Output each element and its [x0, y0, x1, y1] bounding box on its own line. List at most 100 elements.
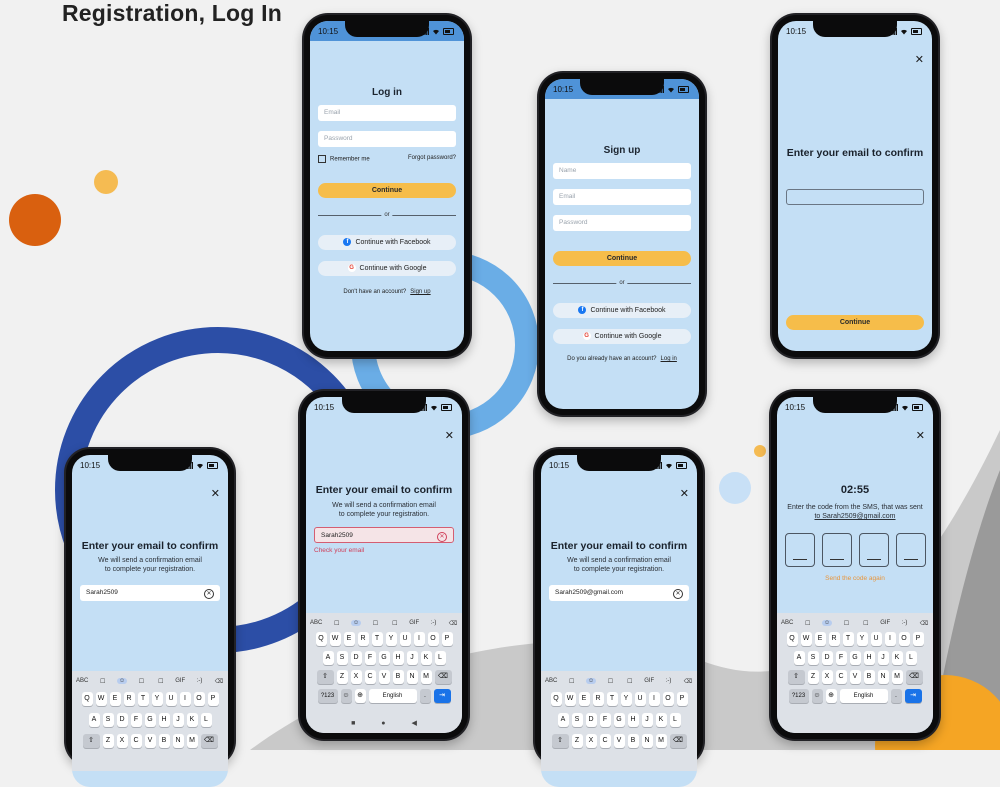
gif-key[interactable]: GIF	[409, 620, 420, 626]
clipboard-icon[interactable]: ☐	[334, 620, 340, 627]
enter-key[interactable]: ⇥	[433, 689, 451, 703]
key-d[interactable]: D	[821, 651, 833, 665]
backspace-icon[interactable]: ⌫	[919, 620, 929, 627]
emoji-icon[interactable]: ☺	[351, 620, 362, 626]
key-w[interactable]: W	[564, 692, 576, 706]
login-link[interactable]: Log in	[660, 356, 677, 362]
key-n[interactable]: N	[406, 670, 418, 684]
key-f[interactable]: F	[599, 713, 611, 727]
key-u[interactable]: U	[634, 692, 646, 706]
close-icon[interactable]: ✕	[210, 488, 220, 500]
key-m[interactable]: M	[891, 670, 903, 684]
key-e[interactable]: E	[343, 632, 355, 646]
key-g[interactable]: G	[144, 713, 156, 727]
forgot-password-link[interactable]: Forgot password?	[407, 155, 456, 161]
key-e[interactable]: E	[814, 632, 826, 646]
sticker-icon[interactable]: ☐	[607, 678, 614, 685]
key-t[interactable]: T	[842, 632, 854, 646]
key-x[interactable]: X	[350, 670, 362, 684]
key-k[interactable]: K	[655, 713, 667, 727]
key-o[interactable]: O	[662, 692, 674, 706]
key-k[interactable]: K	[186, 713, 198, 727]
key-z[interactable]: Z	[102, 734, 114, 748]
key-j[interactable]: J	[406, 651, 418, 665]
key-i[interactable]: I	[413, 632, 425, 646]
sticker-icon[interactable]: ☐	[843, 620, 850, 627]
key-y[interactable]: Y	[620, 692, 632, 706]
key-p[interactable]: P	[912, 632, 924, 646]
key-z[interactable]: Z	[807, 670, 819, 684]
key-s[interactable]: S	[807, 651, 819, 665]
clipboard-icon[interactable]: ☐	[569, 678, 575, 685]
key-m[interactable]: M	[655, 734, 667, 748]
key-a[interactable]: A	[557, 713, 569, 727]
key-z[interactable]: Z	[336, 670, 348, 684]
email-input[interactable]: Email	[553, 189, 691, 205]
key-j[interactable]: J	[172, 713, 184, 727]
key-g[interactable]: G	[849, 651, 861, 665]
key-i[interactable]: I	[884, 632, 896, 646]
note-icon[interactable]: ☐	[392, 620, 398, 627]
clear-icon[interactable]: ✕	[673, 589, 683, 599]
key-t[interactable]: T	[371, 632, 383, 646]
symbols-key[interactable]: ?123	[788, 689, 809, 703]
backspace-key[interactable]: ⌫	[434, 670, 452, 684]
key-x[interactable]: X	[821, 670, 833, 684]
key-p[interactable]: P	[207, 692, 219, 706]
key-b[interactable]: B	[158, 734, 170, 748]
key-a[interactable]: A	[88, 713, 100, 727]
backspace-key[interactable]: ⌫	[669, 734, 687, 748]
code-digit-3[interactable]	[859, 533, 889, 567]
key-t[interactable]: T	[137, 692, 149, 706]
key-f[interactable]: F	[835, 651, 847, 665]
key-l[interactable]: L	[200, 713, 212, 727]
name-input[interactable]: Name	[553, 163, 691, 179]
key-b[interactable]: B	[392, 670, 404, 684]
key-f[interactable]: F	[130, 713, 142, 727]
key-t[interactable]: T	[606, 692, 618, 706]
note-icon[interactable]: ☐	[158, 678, 164, 685]
remember-me-checkbox[interactable]: Remember me	[318, 155, 370, 163]
close-icon[interactable]: ✕	[914, 54, 924, 66]
key-n[interactable]: N	[877, 670, 889, 684]
emoji-icon[interactable]: ☺	[117, 678, 128, 684]
gif-key[interactable]: GIF	[880, 620, 891, 626]
resend-code-link[interactable]: Send the code again	[825, 575, 885, 582]
key-v[interactable]: V	[849, 670, 861, 684]
key-p[interactable]: P	[441, 632, 453, 646]
clipboard-icon[interactable]: ☐	[100, 678, 106, 685]
key-g[interactable]: G	[613, 713, 625, 727]
key-l[interactable]: L	[905, 651, 917, 665]
home-icon[interactable]: ●	[381, 719, 386, 727]
key-z[interactable]: Z	[571, 734, 583, 748]
key-h[interactable]: H	[627, 713, 639, 727]
email-input[interactable]: Email	[318, 105, 456, 121]
recents-icon[interactable]: ■	[351, 719, 356, 727]
key-h[interactable]: H	[392, 651, 404, 665]
key-x[interactable]: X	[585, 734, 597, 748]
key-g[interactable]: G	[378, 651, 390, 665]
key-q[interactable]: Q	[81, 692, 93, 706]
key-c[interactable]: C	[364, 670, 376, 684]
key-v[interactable]: V	[378, 670, 390, 684]
close-icon[interactable]: ✕	[679, 488, 689, 500]
key-c[interactable]: C	[835, 670, 847, 684]
period-key[interactable]: .	[890, 689, 902, 703]
key-l[interactable]: L	[669, 713, 681, 727]
key-c[interactable]: C	[599, 734, 611, 748]
key-b[interactable]: B	[863, 670, 875, 684]
backspace-icon[interactable]: ⌫	[683, 678, 693, 685]
code-digit-1[interactable]	[785, 533, 815, 567]
password-input[interactable]: Password	[553, 215, 691, 231]
note-icon[interactable]: ☐	[627, 678, 633, 685]
shift-key[interactable]: ⇧	[82, 734, 100, 748]
key-b[interactable]: B	[627, 734, 639, 748]
key-m[interactable]: M	[186, 734, 198, 748]
key-d[interactable]: D	[350, 651, 362, 665]
enter-key[interactable]: ⇥	[904, 689, 922, 703]
gif-key[interactable]: GIF	[644, 678, 655, 684]
key-n[interactable]: N	[172, 734, 184, 748]
key-j[interactable]: J	[641, 713, 653, 727]
key-d[interactable]: D	[585, 713, 597, 727]
